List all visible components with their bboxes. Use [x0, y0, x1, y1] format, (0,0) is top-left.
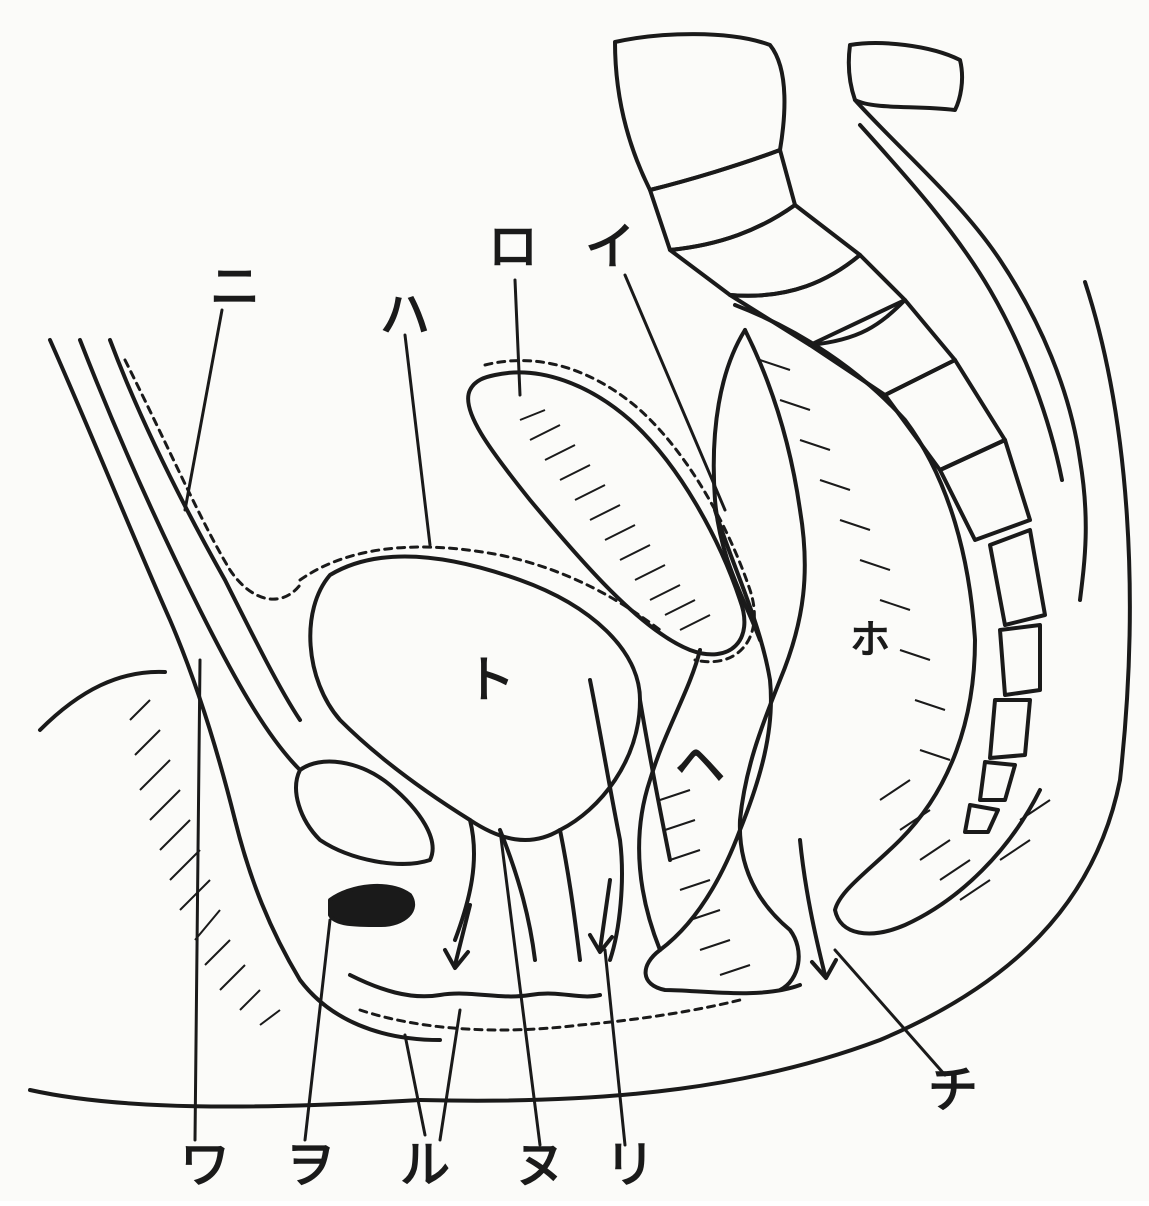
label-ro: ロ	[488, 222, 538, 272]
perineum-wave	[350, 975, 600, 996]
abdominal-fascia-dashed	[125, 360, 300, 599]
leader-chi	[835, 950, 945, 1075]
posterior-wall-inner	[639, 650, 700, 950]
uterus-outline	[468, 372, 744, 654]
arrow-right	[800, 840, 825, 975]
label-ha: ハ	[380, 290, 430, 340]
label-ri: リ	[605, 1140, 655, 1190]
label-to: ト	[465, 655, 515, 705]
cervix-channel-b	[640, 700, 670, 860]
leader-ri	[605, 950, 625, 1145]
perineum-dashed	[360, 1000, 740, 1030]
mons-outline	[40, 672, 165, 730]
rectum-outline-inner	[740, 330, 805, 990]
leader-wo	[305, 920, 330, 1140]
spinal-canal-line-outer	[855, 100, 1086, 600]
label-he: ヘ	[675, 740, 725, 790]
floor-line	[30, 1090, 420, 1107]
leader-ro	[515, 280, 520, 395]
leader-nu	[500, 830, 540, 1145]
label-ru: ル	[400, 1140, 450, 1190]
spinal-canal-line-inner	[860, 125, 1062, 480]
label-ni: ニ	[210, 262, 260, 312]
label-ho: ホ	[850, 620, 890, 660]
label-i: イ	[585, 222, 635, 272]
abdominal-wall-inner	[80, 340, 300, 770]
label-chi: チ	[928, 1065, 978, 1115]
vulva-outline	[235, 820, 440, 1040]
label-nu: ヌ	[515, 1140, 565, 1190]
leader-wa	[195, 660, 200, 1140]
vagina-line-front	[500, 830, 535, 960]
pubic-bone	[296, 762, 433, 864]
label-wa: ワ	[180, 1140, 230, 1190]
leader-ha	[405, 335, 430, 545]
sacrum-vertebrae	[615, 34, 1045, 832]
leader-ru-a	[440, 1010, 460, 1140]
vagina-line-back	[560, 830, 580, 960]
hatching	[130, 360, 1050, 1025]
clitoris-mass	[330, 886, 413, 925]
coccyx-block	[849, 43, 962, 110]
leader-ru-b	[405, 1035, 425, 1135]
label-wo: ヲ	[285, 1140, 335, 1190]
leader-ni	[185, 310, 222, 510]
